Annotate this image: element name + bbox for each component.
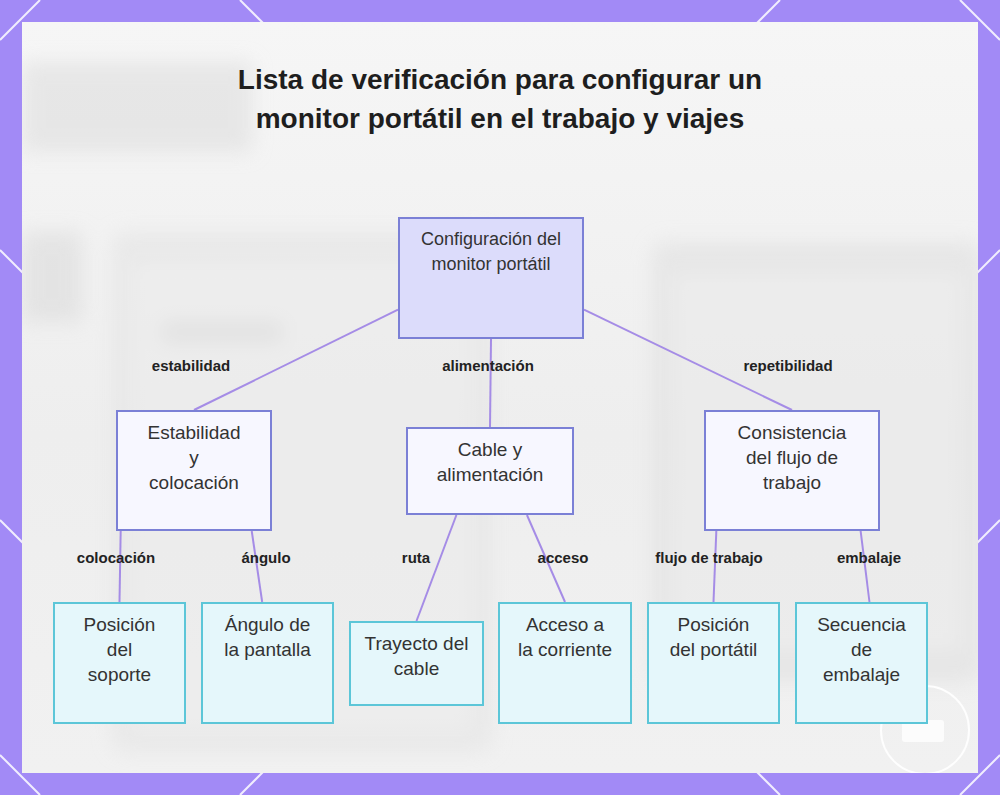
item-box: Posición del portátil xyxy=(647,602,780,724)
root-box: Configuración del monitor portátil xyxy=(398,217,584,339)
connector-line xyxy=(861,531,870,602)
connector-line xyxy=(490,339,491,427)
node-text: Posición del portátil xyxy=(667,612,760,662)
connector-line xyxy=(417,515,457,621)
edge-label: flujo de trabajo xyxy=(655,549,763,566)
node-text: Ángulo de la pantalla xyxy=(221,612,314,662)
connector-line xyxy=(714,531,717,602)
category-box: Cable y alimentación xyxy=(406,427,574,515)
node-text: Posición del soporte xyxy=(73,612,166,687)
edge-label: colocación xyxy=(77,549,155,566)
diagram-title: Lista de verificación para configurar un… xyxy=(200,60,800,138)
node-text: Cable y alimentación xyxy=(418,437,562,487)
item-box: Trayecto del cable xyxy=(349,621,484,706)
edge-label: embalaje xyxy=(837,549,901,566)
node-text: Acceso a la corriente xyxy=(518,612,612,662)
item-box: Ángulo de la pantalla xyxy=(201,602,334,724)
connector-line xyxy=(120,531,121,602)
edge-label: acceso xyxy=(538,549,589,566)
edge-label: ruta xyxy=(402,549,430,566)
node-text: Trayecto del cable xyxy=(361,631,472,681)
item-box: Secuencia de embalaje xyxy=(795,602,928,724)
category-box: Estabilidad y colocación xyxy=(116,410,272,531)
node-text: Secuencia de embalaje xyxy=(815,612,908,687)
connector-line xyxy=(252,531,262,602)
node-text: Configuración del monitor portátil xyxy=(420,227,562,277)
node-text: Estabilidad y colocación xyxy=(142,420,246,495)
edge-label: ángulo xyxy=(241,549,290,566)
edge-label: estabilidad xyxy=(152,357,230,374)
edge-label: repetibilidad xyxy=(743,357,832,374)
item-box: Posición del soporte xyxy=(53,602,186,724)
node-text: Consistencia del flujo de trabajo xyxy=(726,420,858,495)
category-box: Consistencia del flujo de trabajo xyxy=(704,410,880,531)
edge-label: alimentación xyxy=(442,357,534,374)
item-box: Acceso a la corriente xyxy=(498,602,632,724)
